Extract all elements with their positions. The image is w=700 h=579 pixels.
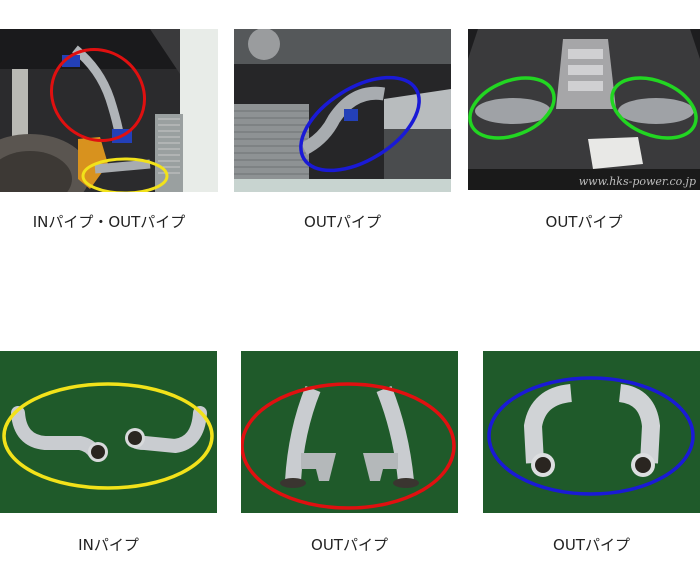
caption-out-pipe-brackets: OUTパイプ bbox=[311, 536, 388, 554]
photo-out-pipe-bent bbox=[483, 351, 700, 513]
photo-in-out-pipe-installed bbox=[0, 29, 218, 192]
caption-out-pipe-bent: OUTパイプ bbox=[553, 536, 630, 554]
photo-out-pipe-front bbox=[234, 29, 451, 192]
caption-out-pipe-engine-bay: OUTパイプ bbox=[545, 213, 623, 231]
caption-out-pipe-front: OUTパイプ bbox=[304, 213, 381, 231]
caption-in-pipe: INパイプ bbox=[78, 536, 139, 554]
caption-in-out-pipe: INパイプ・OUTパイプ bbox=[32, 213, 186, 231]
photo-in-pipe-parts bbox=[0, 351, 217, 513]
photo-out-pipe-brackets bbox=[241, 351, 458, 513]
photo-out-pipe-engine-bay: www.hks-power.co.jp bbox=[468, 29, 700, 190]
watermark-text: www.hks-power.co.jp bbox=[579, 175, 696, 188]
